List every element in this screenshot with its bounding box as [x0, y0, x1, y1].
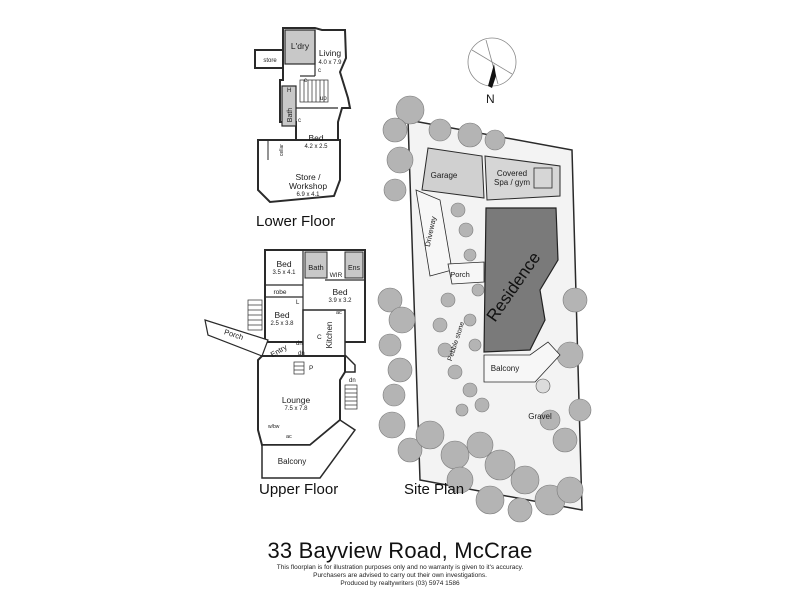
pantry-label: P	[309, 365, 313, 372]
upper-bed2-label: Bed	[332, 287, 347, 297]
upper-bed3-dims: 2.5 x 3.8	[270, 321, 294, 327]
kitchen-label: Kitchen	[325, 322, 334, 349]
covered-spa-gym	[484, 155, 561, 201]
lower-floor-labels: store L'dry Living 4.0 x 7.9 c c c up H …	[263, 41, 342, 198]
upper-dn-label-2: dn	[298, 351, 305, 357]
disclaimer-line-2: Purchasers are advised to carry out thei…	[313, 572, 487, 579]
upper-bath	[304, 251, 328, 279]
covered-label-1: Covered	[497, 169, 527, 178]
lower-bed-label: Bed	[308, 133, 323, 143]
upper-floor-plan	[204, 249, 366, 479]
upper-dn-label-1: dn	[296, 341, 303, 347]
lounge-ac-label: ac	[286, 434, 292, 440]
robe-label: robe	[273, 289, 286, 296]
site-balcony-label: Balcony	[491, 364, 519, 373]
site-porch	[447, 261, 485, 285]
compass-north-label: N	[486, 92, 495, 106]
upper-bed1-label: Bed	[276, 259, 291, 269]
upper-ac-label: ac	[336, 310, 342, 316]
lower-floor-heading: Lower Floor	[256, 213, 336, 230]
laundry-label: L'dry	[291, 41, 310, 51]
upper-balcony-label: Balcony	[278, 457, 306, 466]
property-address: 33 Bayview Road, McCrae	[267, 538, 533, 563]
lounge-stairs-icon	[293, 361, 305, 375]
residence-building	[483, 207, 559, 353]
upper-dn-label-3: dn	[349, 378, 356, 384]
lower-bath-label: Bath	[287, 108, 294, 123]
garage-building	[421, 147, 485, 199]
lower-bed-dims: 4.2 x 2.5	[304, 144, 328, 150]
site-balcony	[483, 341, 561, 383]
lower-cupboard-label-2: c	[304, 78, 307, 84]
entry-stairs-icon	[247, 299, 263, 331]
upper-floor-heading: Upper Floor	[259, 481, 339, 498]
living-dims: 4.0 x 7.9	[318, 60, 342, 66]
site-porch-label: Porch	[450, 270, 470, 279]
site-plan-heading: Site Plan	[404, 481, 465, 498]
lower-stairs-icon	[299, 79, 329, 103]
lower-up-label: up	[320, 96, 327, 102]
covered-label-2: Spa / gym	[494, 178, 530, 187]
lower-store-label: store	[263, 58, 277, 64]
living-label: Living	[319, 48, 341, 58]
upper-bed1-dims: 3.5 x 4.1	[272, 270, 296, 276]
lounge-label: Lounge	[282, 395, 311, 405]
ensuite-label: Ens	[348, 265, 361, 272]
workshop-label-1: Store /	[295, 172, 321, 182]
spa-icon	[533, 167, 553, 189]
upper-bed2-dims: 3.9 x 3.2	[328, 298, 352, 304]
laundry-room	[284, 29, 316, 65]
upper-balcony	[261, 419, 357, 479]
side-stairs-icon	[344, 384, 358, 410]
wir-label: WIR	[330, 272, 343, 279]
wbw-label: w/bw	[268, 424, 280, 430]
lower-cupboard-label-1: c	[318, 68, 321, 74]
lower-floor-plan	[254, 27, 352, 204]
linen-label: L	[296, 300, 300, 306]
workshop-dims: 6.9 x 4.1	[296, 192, 320, 198]
workshop-label-2: Workshop	[289, 181, 327, 191]
gravel-circle	[535, 378, 551, 394]
cellar-label: cellar	[279, 144, 285, 156]
gravel-label: Gravel	[528, 412, 552, 421]
lounge-dims: 7.5 x 7.8	[284, 406, 308, 412]
upper-bath-label: Bath	[308, 263, 323, 272]
lower-h-label: H	[287, 88, 291, 94]
upper-c-label: C	[317, 334, 322, 341]
garage-label: Garage	[431, 171, 458, 180]
disclaimer-line-3: Produced by realtywriters (03) 5974 1586	[340, 580, 460, 587]
disclaimer-line-1: This floorplan is for illustration purpo…	[276, 564, 524, 571]
store-workshop-room	[257, 139, 341, 204]
compass-icon: N	[467, 37, 517, 106]
tree-canopy-icon	[377, 95, 592, 523]
ensuite	[344, 251, 364, 279]
lower-cupboard-label-3: c	[298, 118, 301, 124]
site-plan	[377, 95, 592, 523]
lower-bath	[281, 85, 297, 127]
upper-bed3-label: Bed	[274, 310, 289, 320]
